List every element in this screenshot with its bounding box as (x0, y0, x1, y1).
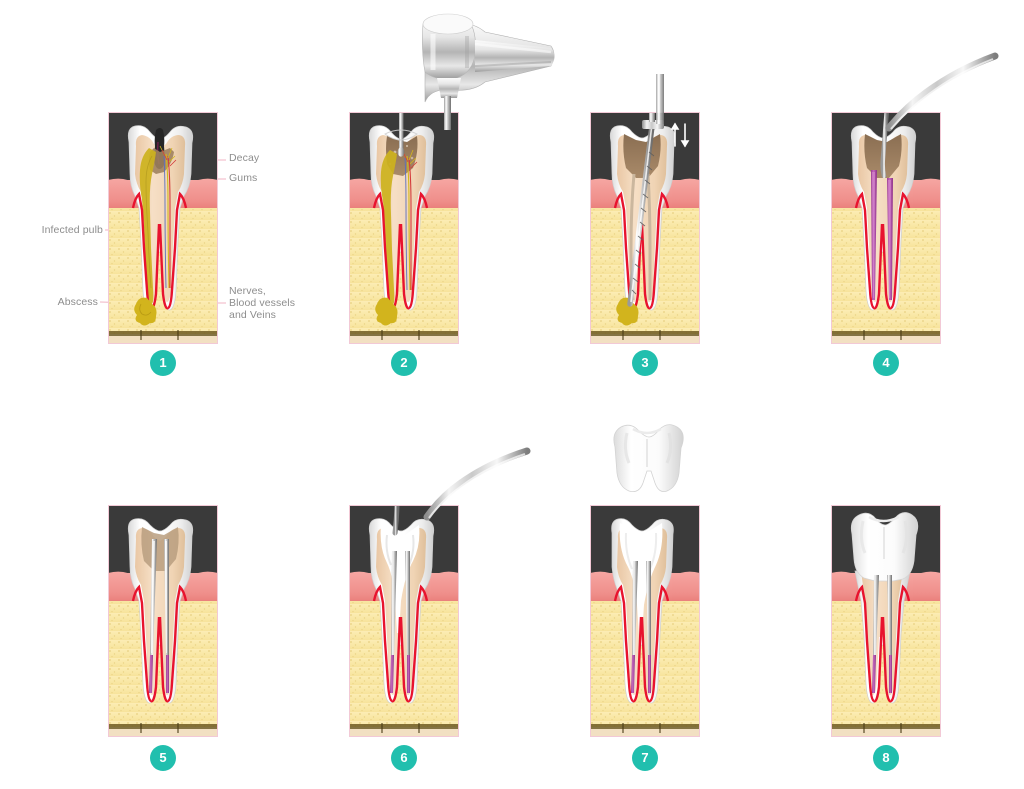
plugger-probe-4 (880, 112, 889, 179)
step-badge-5[interactable]: 5 (150, 745, 176, 771)
post-distal-6 (405, 551, 410, 655)
step-panel-1 (108, 112, 218, 344)
gutta-percha-mesial-5 (149, 655, 153, 693)
gutta-percha-mesial-7 (631, 655, 635, 693)
prepared-stump-7 (619, 523, 663, 635)
rotation-arcs-2 (384, 129, 418, 141)
nerve-1 (165, 153, 170, 289)
label-infected-pulp: Infected pulb (41, 224, 103, 236)
step-badge-7[interactable]: 7 (632, 745, 658, 771)
tooth-illustration-2 (349, 112, 459, 344)
post-distal-7 (646, 561, 651, 655)
label-decay: Decay (229, 152, 260, 164)
step-badge-2[interactable]: 2 (391, 350, 417, 376)
step-panel-2 (349, 13, 555, 344)
tooth-illustration-4 (831, 112, 941, 344)
abscess-3 (616, 297, 639, 326)
step-panel-3 (590, 74, 700, 344)
file-shank-3 (656, 74, 664, 124)
tooth-illustration-8 (831, 505, 941, 737)
dental-crown-7 (613, 424, 684, 493)
gutta-percha-mesial-8 (872, 655, 876, 693)
label-gums: Gums (229, 172, 258, 184)
post-mesial-7 (632, 561, 638, 655)
gutta-percha-distal-5 (166, 655, 169, 693)
step-panel-6 (349, 447, 531, 737)
infected-pulp-2 (380, 150, 397, 305)
label-abscess: Abscess (57, 296, 98, 308)
filling-instrument-6 (423, 447, 531, 521)
step-badge-1[interactable]: 1 (150, 350, 176, 376)
post-mesial-8 (873, 575, 879, 655)
gutta-percha-mesial-6 (390, 655, 394, 693)
gutta-percha-distal-7 (648, 655, 651, 693)
step-panel-5 (108, 505, 218, 737)
step-panel-4 (831, 52, 999, 344)
vein-1 (163, 155, 167, 289)
filling-instrument-tip-6 (392, 505, 400, 536)
abscess-1 (134, 297, 157, 326)
label-blood-vessels: Blood vessels (229, 297, 296, 309)
step-badge-4[interactable]: 4 (873, 350, 899, 376)
post-mesial-6 (391, 551, 397, 655)
tooth-illustration-3 (590, 112, 700, 344)
step-badge-6[interactable]: 6 (391, 745, 417, 771)
tooth-illustration-1 (108, 112, 218, 344)
tooth-illustration-6 (349, 505, 459, 737)
post-distal-8 (887, 575, 892, 655)
step-badge-8[interactable]: 8 (873, 745, 899, 771)
pdl-distal-1 (158, 223, 169, 310)
probe-handle-4 (885, 52, 999, 132)
label-nerves: Nerves, (229, 285, 266, 297)
tooth-illustration-5 (108, 505, 218, 737)
abscess-2 (375, 297, 398, 326)
gutta-percha-distal-8 (889, 655, 892, 693)
motion-arrows-3 (670, 122, 690, 148)
drill-bur-2 (399, 112, 404, 150)
chamber-5 (141, 527, 179, 571)
step-panel-7 (590, 424, 700, 737)
step-panel-8 (831, 505, 941, 737)
gutta-percha-distal-6 (407, 655, 410, 693)
label-and-veins: and Veins (229, 309, 277, 321)
blood-vessel-1 (167, 155, 171, 288)
step-badge-3[interactable]: 3 (632, 350, 658, 376)
tooth-illustration-7 (590, 505, 700, 737)
dental-handpiece-tool (422, 13, 555, 130)
